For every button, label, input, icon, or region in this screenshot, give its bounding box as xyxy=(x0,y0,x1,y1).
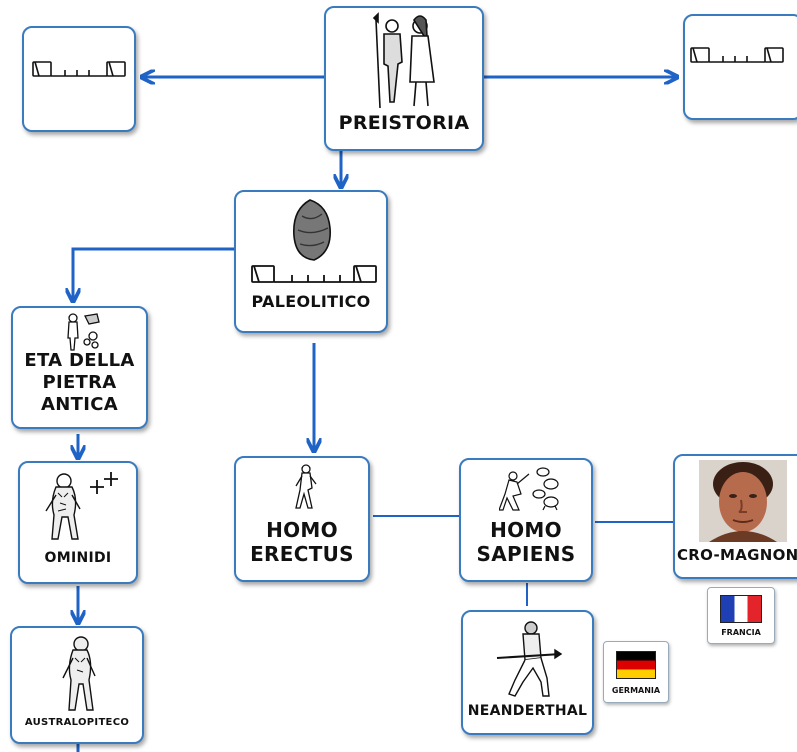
node-ominidi: OMINIDI xyxy=(18,461,138,584)
australopithecus-icon xyxy=(62,636,96,711)
timeline-icon xyxy=(32,61,126,77)
australopiteco-label: AUSTRALOPITECO xyxy=(24,717,130,728)
erectus-label-line1: HOMO xyxy=(266,518,338,542)
timeline-card-left xyxy=(22,26,136,132)
timeline-icon xyxy=(690,47,784,63)
germania-label: GERMANIA xyxy=(611,686,661,695)
sapiens-label-line1: HOMO xyxy=(490,518,562,542)
node-homo-sapiens: HOMO SAPIENS xyxy=(459,458,593,582)
timeline-card-right xyxy=(683,14,797,120)
cro-magnon-face-photo xyxy=(699,460,787,542)
hominid-evolution-icon xyxy=(45,472,118,540)
flag-francia-card: FRANCIA xyxy=(707,587,775,644)
prehistoric-people-icon xyxy=(372,12,435,109)
node-preistoria: PREISTORIA xyxy=(324,6,484,151)
arrow-paleolitico-eta xyxy=(73,247,234,300)
node-eta-pietra-antica: ETA DELLA PIETRA ANTICA xyxy=(11,306,148,429)
homo-sapiens-icon xyxy=(499,467,559,511)
france-flag-icon xyxy=(720,595,762,623)
erectus-label-line2: ERECTUS xyxy=(250,542,354,566)
timeline-icon xyxy=(251,265,377,283)
homo-erectus-icon xyxy=(295,464,317,509)
paleolitico-label: PALEOLITICO xyxy=(251,292,371,311)
node-homo-erectus: HOMO ERECTUS xyxy=(234,456,370,582)
stone-tool-icon xyxy=(293,199,331,261)
francia-label: FRANCIA xyxy=(721,628,761,637)
preistoria-label: PREISTORIA xyxy=(338,112,470,134)
eta-label-line1: ETA DELLA xyxy=(24,350,135,371)
node-cro-magnon: CRO-MAGNON xyxy=(673,454,797,579)
eta-label-line3: ANTICA xyxy=(41,394,118,415)
neanderthal-label: NEANDERTHAL xyxy=(467,703,588,719)
stone-age-icon xyxy=(67,313,100,351)
cromagnon-label: CRO-MAGNON xyxy=(677,546,797,564)
node-paleolitico: PALEOLITICO xyxy=(234,190,388,333)
sapiens-label-line2: SAPIENS xyxy=(476,542,576,566)
germany-flag-icon xyxy=(616,651,656,679)
eta-label-line2: PIETRA xyxy=(42,372,117,393)
node-neanderthal: NEANDERTHAL xyxy=(461,610,594,735)
ominidi-label: OMINIDI xyxy=(44,550,112,566)
flag-germania-card: GERMANIA xyxy=(603,641,669,703)
neanderthal-spear-icon xyxy=(496,621,563,697)
node-australopiteco: AUSTRALOPITECO xyxy=(10,626,144,744)
